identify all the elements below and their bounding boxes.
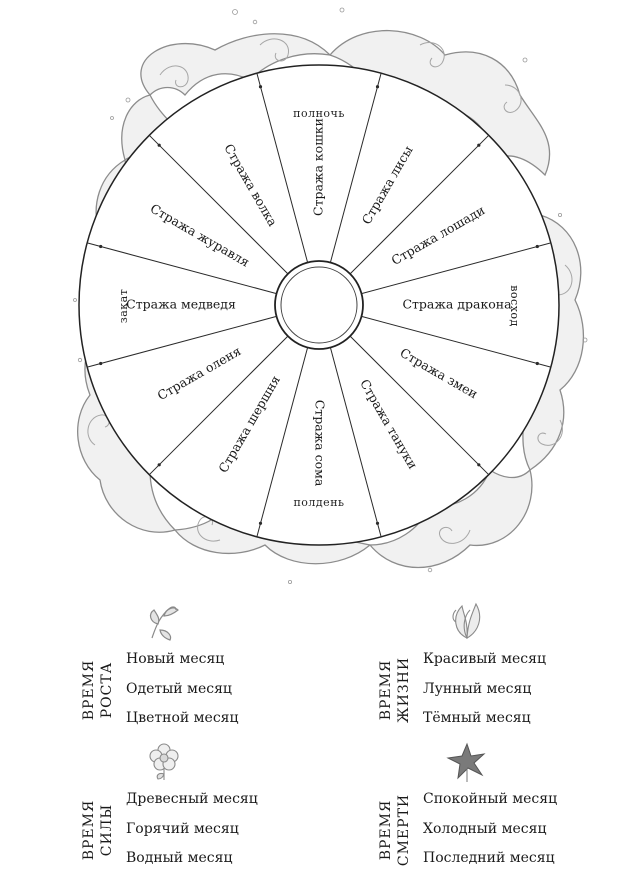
spoke-line [361, 315, 551, 368]
spoke-line [148, 335, 289, 476]
month-item: Древесный месяц [126, 791, 258, 807]
spoke-tip [477, 463, 481, 467]
spoke-line [329, 73, 382, 263]
spoke-tip [258, 85, 263, 89]
spoke-tip [477, 143, 481, 147]
month-item: Новый месяц [126, 651, 225, 667]
month-item: Лунный месяц [423, 680, 532, 697]
season-life-label-line1: ВРЕМЯ [378, 660, 394, 721]
star-leaf-icon [446, 742, 486, 782]
spoke-line [329, 347, 382, 537]
season-death-label-line2: СМЕРТИ [396, 794, 412, 866]
spoke-line [87, 315, 277, 368]
spoke-line [361, 242, 551, 295]
month-item: Спокойный месяц [423, 791, 558, 807]
season-strength-months: Древесный месяц Горячий месяц Водный мес… [126, 785, 258, 874]
month-item: Последний месяц [423, 850, 555, 866]
spoke-line [349, 134, 490, 275]
hub-inner [280, 266, 358, 344]
label-sunrise: восход [508, 285, 521, 327]
spoke-line [148, 134, 289, 275]
flower-icon [149, 743, 179, 780]
month-item: Горячий месяц [126, 820, 239, 837]
spoke-tip [99, 361, 103, 366]
spoke-tip [375, 521, 380, 525]
month-item: Цветной месяц [126, 710, 239, 726]
watch-label: Стража дракона [402, 297, 512, 312]
watch-label: Стража сома [313, 400, 328, 487]
label-midnight: полночь [293, 107, 345, 120]
season-life-label-line2: ЖИЗНИ [396, 657, 412, 723]
season-death-months: Спокойный месяц Холодный месяц Последний… [423, 785, 557, 874]
spoke-tip [99, 244, 103, 249]
season-strength-label-line2: СИЛЫ [99, 804, 115, 856]
season-strength-label-line1: ВРЕМЯ [81, 800, 97, 861]
watch-label: Стража кошки [311, 118, 326, 216]
season-growth-months: Новый месяц Одетый месяц Цветной месяц [126, 645, 239, 734]
month-item: Водный месяц [126, 850, 233, 866]
ornament-curls [87, 38, 573, 544]
month-item: Одетый месяц [126, 680, 232, 697]
month-item: Холодный месяц [423, 820, 547, 837]
season-growth-label-line1: ВРЕМЯ [81, 660, 97, 721]
spoke-tip [375, 85, 380, 89]
spoke-line [256, 73, 309, 263]
sprout-icon [149, 606, 179, 641]
season-growth-label: ВРЕМЯ РОСТА [80, 645, 120, 735]
spokes [87, 73, 551, 537]
season-death-label-line1: ВРЕМЯ [378, 800, 394, 861]
season-life-label: ВРЕМЯ ЖИЗНИ [377, 645, 417, 735]
season-growth-label-line2: РОСТА [99, 662, 115, 719]
season-strength-label: ВРЕМЯ СИЛЫ [80, 785, 120, 875]
label-noon: полдень [293, 496, 344, 509]
season-life-months: Красивый месяц Лунный месяц Тёмный месяц [423, 645, 546, 734]
spoke-line [349, 335, 490, 476]
season-death-label: ВРЕМЯ СМЕРТИ [377, 785, 417, 875]
leaf-icon [452, 602, 481, 639]
month-item: Тёмный месяц [423, 710, 531, 726]
month-item: Красивый месяц [423, 651, 546, 667]
spoke-line [256, 347, 309, 537]
label-sunset: закат [117, 289, 130, 324]
spoke-tip [157, 463, 161, 467]
spoke-tip [535, 361, 539, 366]
spoke-tip [258, 521, 263, 525]
spoke-tip [535, 244, 539, 249]
spoke-line [87, 242, 277, 295]
bubble-dots [73, 7, 588, 585]
watch-label: Стража медведя [126, 297, 236, 312]
spoke-tip [157, 143, 161, 147]
